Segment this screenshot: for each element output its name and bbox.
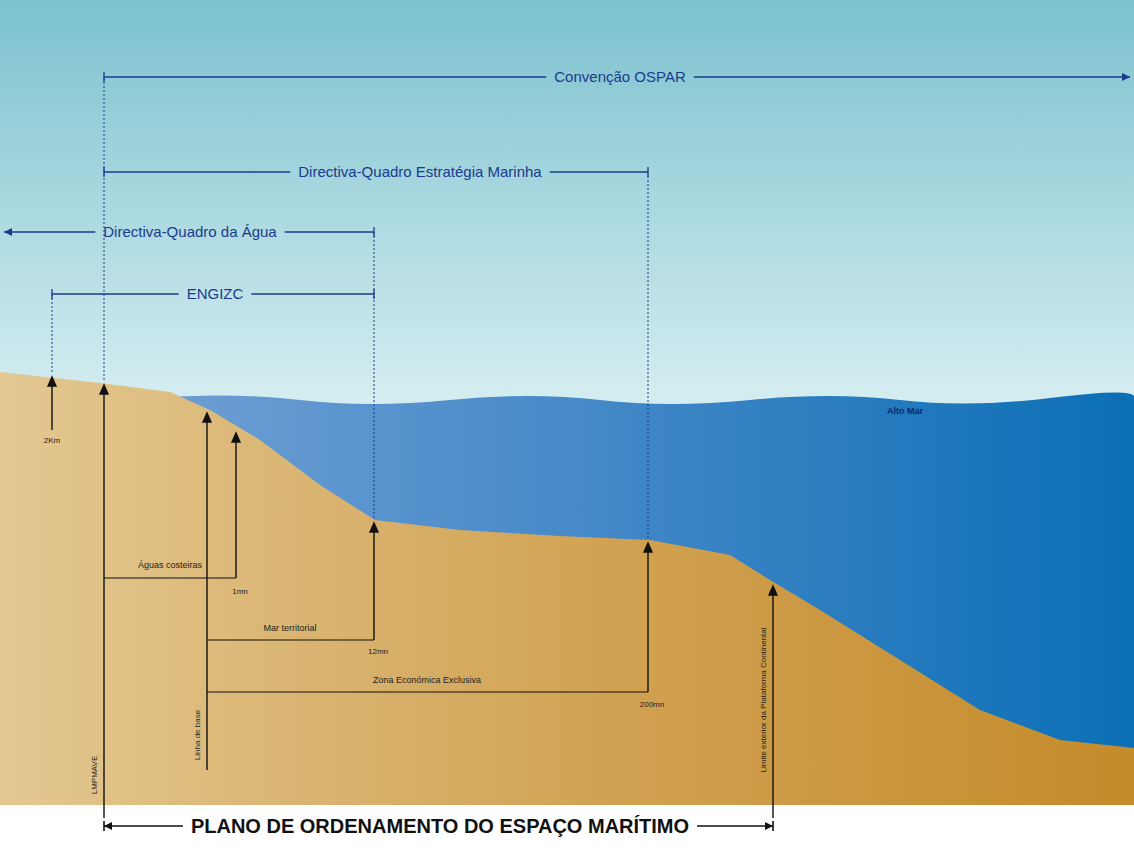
distance-label: 12mn [368,648,388,657]
bracket-line [373,289,374,299]
line-label: Linha de base [194,710,203,760]
land [0,372,1134,805]
marker-arrows [48,377,777,818]
strategy-label: ENGIZC [187,286,244,303]
arrow-head [765,822,773,830]
bracket-line [103,167,104,177]
directive-label: Directiva-Quadro da Água [103,224,276,241]
bracket-line [373,227,374,237]
line-label: Limite exterior da Plataforma Continenta… [760,628,769,773]
zone-label: Águas costeiras [138,561,202,571]
convention-label: Convenção OSPAR [554,69,685,86]
bracket-line [104,171,290,172]
page-band [0,805,1134,852]
zone-brackets [104,578,648,692]
bracket-line [103,821,105,831]
bracket-line [697,825,773,827]
bracket-line [52,293,179,294]
zone-label: Mar territorial [263,624,316,634]
bracket-line [103,72,104,82]
bracket-line [251,293,374,294]
zone-label: Zona Económica Exclusiva [373,676,481,686]
arrow-head [4,228,12,236]
plan-label: PLANO DE ORDENAMENTO DO ESPAÇO MARÍTIMO [191,815,689,837]
bracket-line [550,171,648,172]
arrow-head [1122,73,1130,81]
limit-lines [52,78,648,538]
distance-label: 1mn [232,588,248,597]
sea-label: Alto Mar [887,407,923,417]
bracket-line [51,289,52,299]
bracket-line [104,76,546,77]
distance-label: 200mn [640,701,664,710]
bracket-line [285,231,374,232]
directive-label: Directiva-Quadro Estratégia Marinha [298,164,541,181]
sky [0,0,1134,420]
bracket-line [772,821,774,831]
bracket-line [104,825,183,827]
distance-label: 2Km [44,437,60,446]
bracket-line [4,231,95,232]
bracket-line [647,167,648,177]
line-label: LMPMAVE [91,756,100,795]
bracket-line [694,76,1130,77]
arrow-head [104,822,112,830]
